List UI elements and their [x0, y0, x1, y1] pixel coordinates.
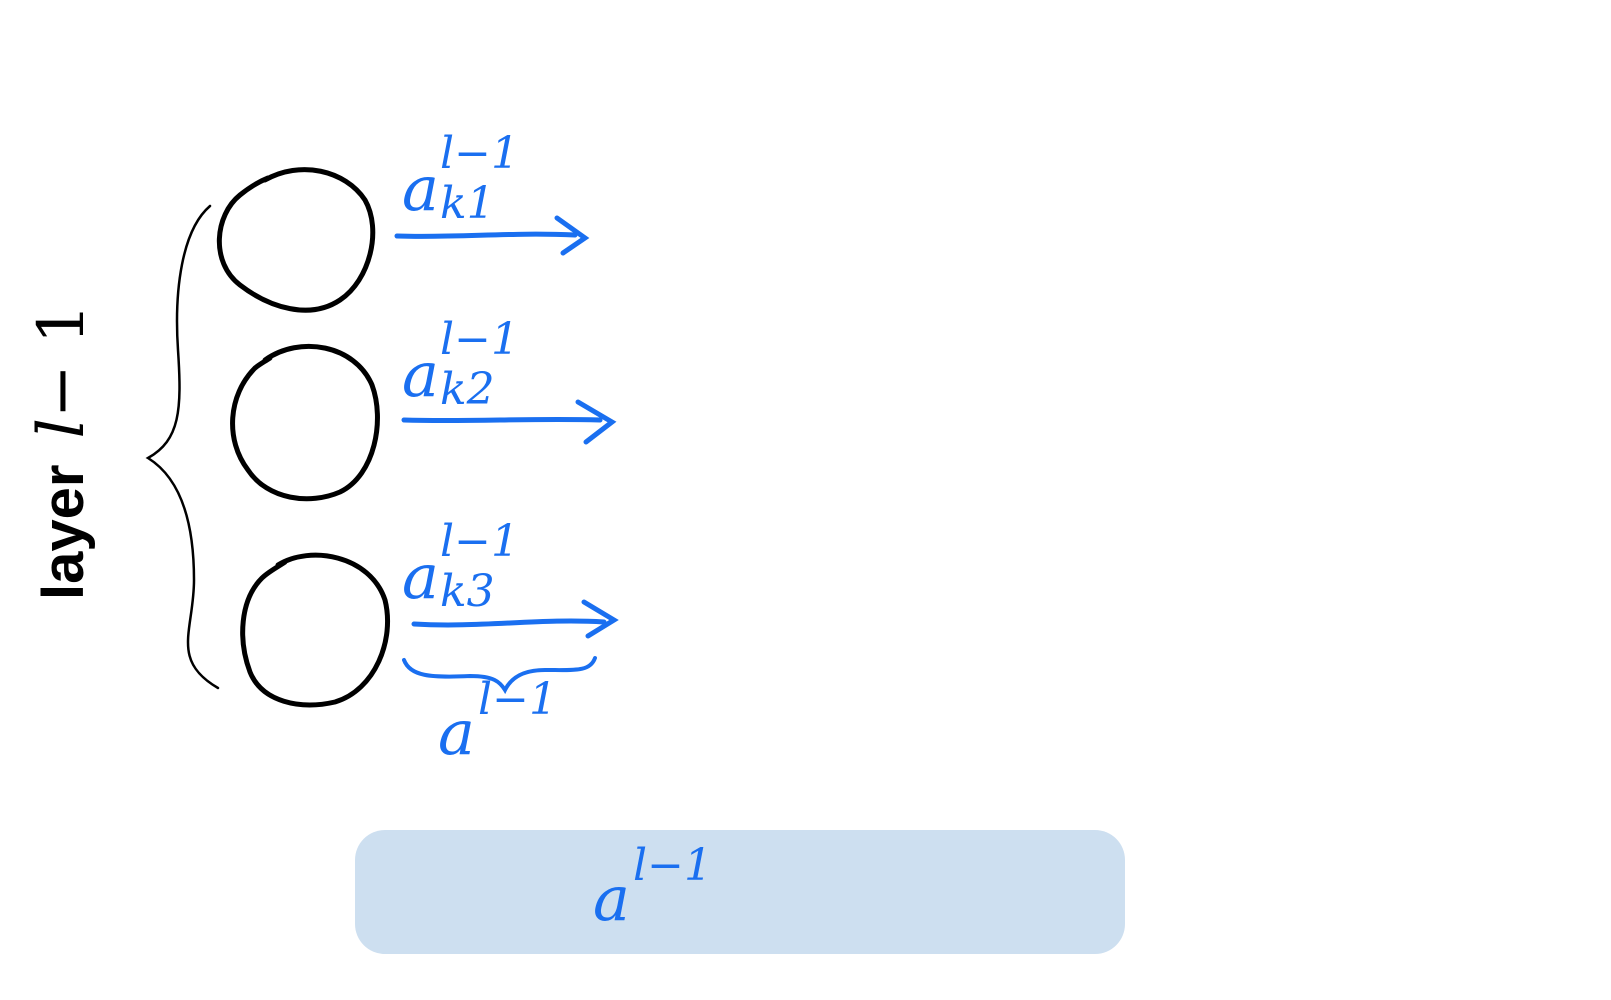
activation-group-brace — [402, 656, 597, 695]
output-arrow-2 — [401, 399, 617, 445]
neuron-circle-1 — [216, 167, 376, 313]
activation-vector-box: a l−1 — [355, 830, 1125, 954]
neuron-circle-2 — [230, 343, 380, 502]
activation-vector-label: a l−1 — [593, 840, 712, 935]
output-arrow-1 — [394, 215, 590, 256]
layer-label-offset: − 1 — [25, 303, 99, 419]
activation-label-2: a l−1 k2 — [402, 314, 519, 415]
activation-label-1: a l−1 k1 — [402, 128, 519, 229]
neuron-circle-3 — [240, 552, 391, 708]
activation-group-label: a l−1 — [438, 674, 557, 769]
activation-label-3: a l−1 k3 — [402, 516, 519, 617]
layer-label: layer l− 1 — [25, 303, 99, 600]
layer-brace — [145, 204, 220, 690]
output-arrow-3 — [411, 599, 619, 639]
layer-label-variable: l — [25, 418, 99, 439]
layer-label-word: layer — [31, 464, 96, 600]
